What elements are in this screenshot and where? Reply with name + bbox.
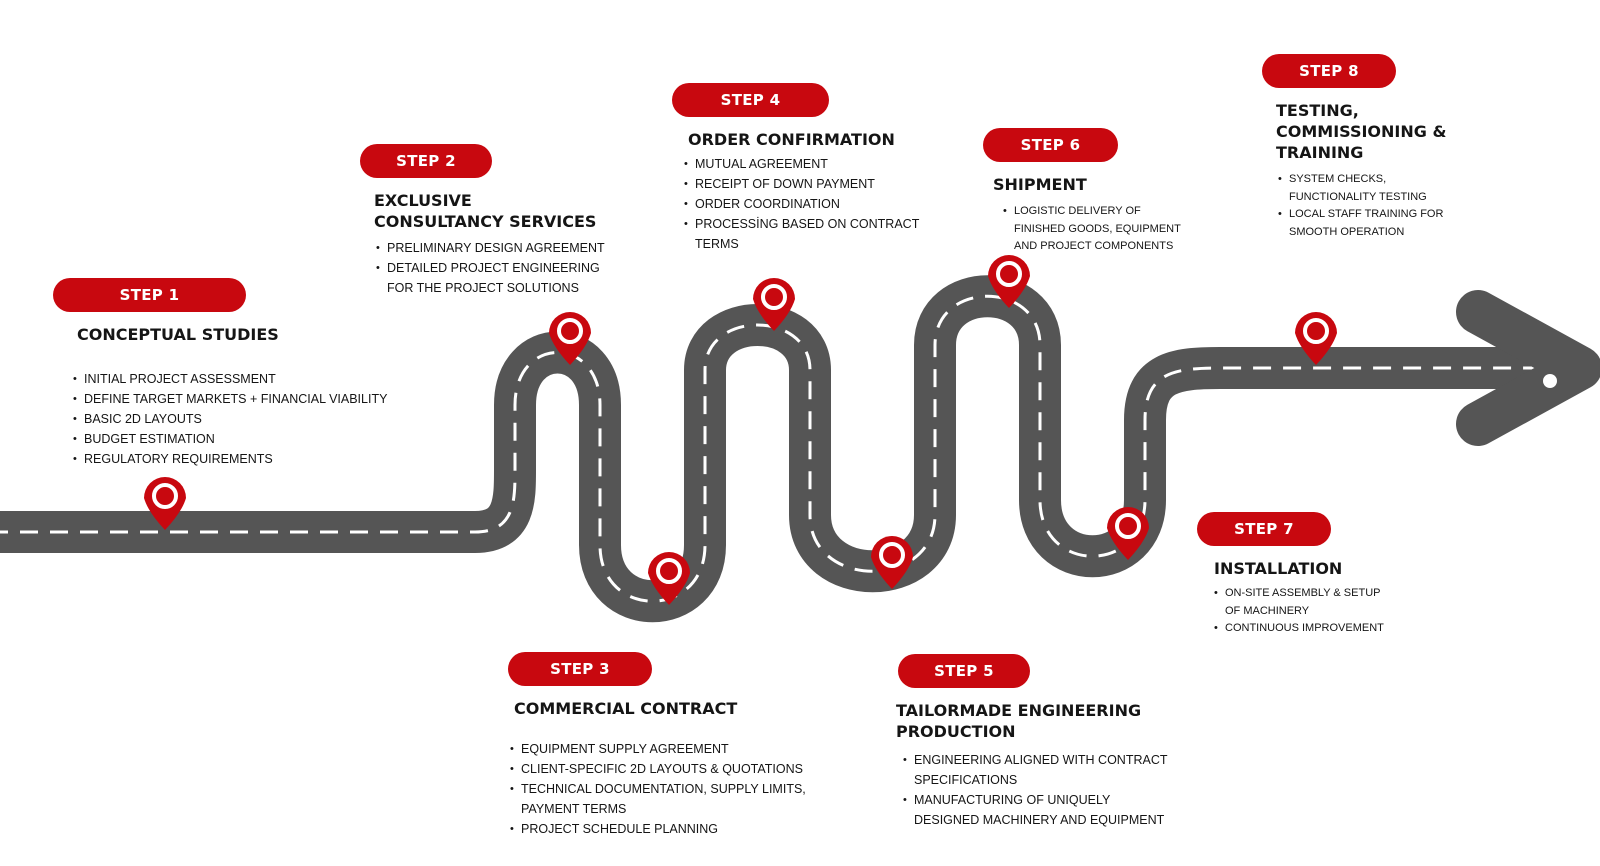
step-8-badge: STEP 8 xyxy=(1262,54,1396,88)
step-1-title: CONCEPTUAL STUDIES xyxy=(77,325,279,344)
step-5-items: ENGINEERING ALIGNED WITH CONTRACT SPECIF… xyxy=(903,750,1168,830)
step-7: STEP 7 INSTALLATION ON-SITE ASSEMBLY & S… xyxy=(1197,512,1384,638)
step-1-item: INITIAL PROJECT ASSESSMENT xyxy=(73,369,387,389)
step-6-items: LOGISTIC DELIVERY OF FINISHED GOODS, EQU… xyxy=(1003,203,1181,256)
location-pin-icon xyxy=(549,312,591,365)
step-3-item: CLIENT-SPECIFIC 2D LAYOUTS & QUOTATIONS xyxy=(510,759,806,779)
location-pin-icon xyxy=(1295,312,1337,365)
step-2-items: PRELIMINARY DESIGN AGREEMENT DETAILED PR… xyxy=(376,238,605,298)
road-lane-marking xyxy=(0,294,1545,603)
step-7-title: INSTALLATION xyxy=(1214,559,1343,578)
step-6-badge: STEP 6 xyxy=(983,128,1118,162)
step-4-badge: STEP 4 xyxy=(672,83,829,117)
step-7-item: ON-SITE ASSEMBLY & SETUP OF MACHINERY xyxy=(1214,585,1384,620)
step-3-item: TECHNICAL DOCUMENTATION, SUPPLY LIMITS, … xyxy=(510,779,806,819)
step-5-item: ENGINEERING ALIGNED WITH CONTRACT SPECIF… xyxy=(903,750,1168,790)
pin-ring xyxy=(1303,318,1329,344)
step-4-item: MUTUAL AGREEMENT xyxy=(684,154,919,174)
location-pin-icon xyxy=(1107,507,1149,560)
step-4-item: ORDER COORDINATION xyxy=(684,194,919,214)
step-5: STEP 5 TAILORMADE ENGINEERING PRODUCTION… xyxy=(896,654,1168,830)
step-6-title: SHIPMENT xyxy=(993,175,1087,194)
pin-ring xyxy=(1115,513,1141,539)
step-3-badge: STEP 3 xyxy=(508,652,652,686)
road-end-dot xyxy=(1543,374,1557,388)
step-5-item: MANUFACTURING OF UNIQUELY DESIGNED MACHI… xyxy=(903,790,1168,830)
step-2-badge: STEP 2 xyxy=(360,144,492,178)
step-5-badge: STEP 5 xyxy=(898,654,1030,688)
step-2-item: DETAILED PROJECT ENGINEERING FOR THE PRO… xyxy=(376,258,605,298)
step-2-title: EXCLUSIVE CONSULTANCY SERVICES xyxy=(374,191,597,231)
step-4-item: PROCESSİNG BASED ON CONTRACT TERMS xyxy=(684,214,919,254)
step-7-items: ON-SITE ASSEMBLY & SETUP OF MACHINERY CO… xyxy=(1214,585,1384,638)
location-pin-icon xyxy=(871,536,913,589)
step-8-item: LOCAL STAFF TRAINING FOR SMOOTH OPERATIO… xyxy=(1278,206,1446,241)
arrow-right-icon xyxy=(1456,290,1600,446)
step-8-title: TESTING, COMMISSIONING & TRAINING xyxy=(1276,101,1447,162)
location-pin-icon xyxy=(988,255,1030,308)
step-1-item: BUDGET ESTIMATION xyxy=(73,429,387,449)
pin-ring xyxy=(879,542,905,568)
pin-ring xyxy=(152,483,178,509)
step-1: STEP 1 CONCEPTUAL STUDIES INITIAL PROJEC… xyxy=(53,278,387,469)
step-3-title: COMMERCIAL CONTRACT xyxy=(514,699,738,718)
step-1-item: REGULATORY REQUIREMENTS xyxy=(73,449,387,469)
pin-ring xyxy=(557,318,583,344)
location-pin-icon xyxy=(753,278,795,331)
pin-ring xyxy=(656,558,682,584)
step-1-item: DEFINE TARGET MARKETS + FINANCIAL VIABIL… xyxy=(73,389,387,409)
step-1-badge: STEP 1 xyxy=(53,278,246,312)
step-3-item: PROJECT SCHEDULE PLANNING xyxy=(510,819,806,839)
pin-ring xyxy=(761,284,787,310)
step-5-title: TAILORMADE ENGINEERING PRODUCTION xyxy=(896,701,1142,741)
step-8-items: SYSTEM CHECKS, FUNCTIONALITY TESTING LOC… xyxy=(1278,171,1446,241)
location-pin-icon xyxy=(144,477,186,530)
step-7-badge: STEP 7 xyxy=(1197,512,1331,546)
step-3: STEP 3 COMMERCIAL CONTRACT EQUIPMENT SUP… xyxy=(508,652,806,839)
step-6: STEP 6 SHIPMENT LOGISTIC DELIVERY OF FIN… xyxy=(983,128,1181,256)
step-8: STEP 8 TESTING, COMMISSIONING & TRAINING… xyxy=(1262,54,1446,241)
step-7-item: CONTINUOUS IMPROVEMENT xyxy=(1214,620,1384,638)
step-3-item: EQUIPMENT SUPPLY AGREEMENT xyxy=(510,739,806,759)
step-8-item: SYSTEM CHECKS, FUNCTIONALITY TESTING xyxy=(1278,171,1446,206)
step-4-title: ORDER CONFIRMATION xyxy=(688,130,895,149)
step-2-item: PRELIMINARY DESIGN AGREEMENT xyxy=(376,238,605,258)
pin-ring xyxy=(996,261,1022,287)
step-4: STEP 4 ORDER CONFIRMATION MUTUAL AGREEME… xyxy=(672,83,919,254)
step-4-items: MUTUAL AGREEMENT RECEIPT OF DOWN PAYMENT… xyxy=(684,154,919,254)
step-1-item: BASIC 2D LAYOUTS xyxy=(73,409,387,429)
step-6-item: LOGISTIC DELIVERY OF FINISHED GOODS, EQU… xyxy=(1003,203,1181,256)
location-pin-icon xyxy=(648,552,690,605)
step-2: STEP 2 EXCLUSIVE CONSULTANCY SERVICES PR… xyxy=(360,144,605,298)
step-3-items: EQUIPMENT SUPPLY AGREEMENT CLIENT-SPECIF… xyxy=(510,739,806,839)
step-4-item: RECEIPT OF DOWN PAYMENT xyxy=(684,174,919,194)
step-markers xyxy=(144,255,1337,605)
step-1-items: INITIAL PROJECT ASSESSMENT DEFINE TARGET… xyxy=(73,369,387,469)
